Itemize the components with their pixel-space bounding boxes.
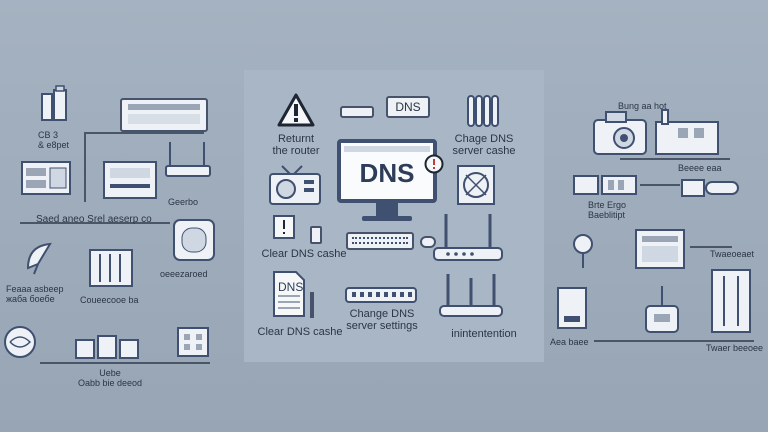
dns-tag: DNS xyxy=(386,96,430,118)
camera-machine-icon xyxy=(593,111,647,155)
dots-indicator xyxy=(340,106,374,118)
restart-router-label: Returnt the router xyxy=(272,133,320,157)
fan-server-icon xyxy=(457,165,495,205)
clear-cache-bottom-label: Clear DNS cashe xyxy=(257,326,343,338)
radiator-icon xyxy=(467,95,499,127)
right-label-6: Twaer beeoee xyxy=(706,343,764,353)
dns-monitor: DNS xyxy=(337,139,437,203)
monitor-stand xyxy=(376,203,398,217)
cabinet-icon xyxy=(711,269,751,333)
warning-triangle-icon xyxy=(277,93,315,127)
usb-device-icon xyxy=(681,179,739,197)
small-tool-icon xyxy=(310,292,314,318)
alert-badge-icon xyxy=(424,154,444,174)
router-2-icon xyxy=(439,274,503,317)
globe-icon xyxy=(4,326,36,358)
right-panel: Bung aa hot Beeee eaa Brte Ergo Baebliti… xyxy=(550,0,768,432)
right-label-4: Twaeoeaet xyxy=(710,249,755,259)
building-icon xyxy=(41,85,67,121)
browser-window-icon xyxy=(120,98,208,132)
left-label-1: CB 3 & e8реt xyxy=(38,130,70,150)
robot-icon xyxy=(573,234,593,268)
chart-monitor-icon xyxy=(635,229,685,269)
usb-stick-icon xyxy=(310,226,322,244)
network-switch-icon xyxy=(345,287,417,303)
clear-cache-top-label: Clear DNS cashe xyxy=(261,248,347,260)
left-label-2: Saed aneo Srel aeserp co xyxy=(36,214,152,225)
right-label-2: Beeee eaa xyxy=(678,163,722,173)
left-label-7: Uebe Oabb bie deeod xyxy=(77,368,143,388)
left-panel: CB 3 & e8реt Geerbo Saed aneo Srel aeser… xyxy=(0,0,230,432)
dns-file-text: DNS xyxy=(278,280,304,294)
interruption-label: inintentention xyxy=(451,328,517,340)
left-label-6: oeeezaroed xyxy=(160,269,208,279)
document-icon xyxy=(557,287,587,329)
switch-panel-icon xyxy=(89,249,133,287)
change-cache-label: Chage DNS server cashe xyxy=(452,133,516,157)
office-building-icon xyxy=(177,327,209,357)
dns-tag-text: DNS xyxy=(395,100,421,114)
device-2-icon xyxy=(173,219,215,261)
satellite-dish-icon xyxy=(26,242,52,275)
control-panel-icon xyxy=(573,175,637,195)
tv-icon xyxy=(269,165,321,205)
dns-file-icon xyxy=(273,271,305,317)
monitor-dns-text: DNS xyxy=(359,158,415,188)
left-label-5: Coueecooe ba xyxy=(80,295,139,305)
router-icon xyxy=(433,214,503,261)
factory-icon xyxy=(655,109,719,155)
right-label-3: Brte Ergo Baeblitipt xyxy=(588,200,627,220)
router-small-icon xyxy=(165,142,211,177)
device-icon xyxy=(103,161,157,199)
mouse-icon xyxy=(420,236,436,248)
left-label-3: Geerbo xyxy=(168,197,199,207)
change-settings-label: Change DNS server settings xyxy=(346,308,418,332)
right-label-5: Aea baee xyxy=(550,337,589,347)
right-label-1: Bung aa hot xyxy=(618,101,667,111)
scale-icon xyxy=(645,286,679,333)
server-rack-icon xyxy=(21,161,71,195)
monitor-base xyxy=(362,216,412,221)
house-cluster-icon xyxy=(75,335,139,359)
left-label-4: Feaaa asbeeр жаба боебе xyxy=(6,284,64,304)
keyboard-icon xyxy=(346,232,414,250)
alert-doc-icon xyxy=(273,215,295,239)
